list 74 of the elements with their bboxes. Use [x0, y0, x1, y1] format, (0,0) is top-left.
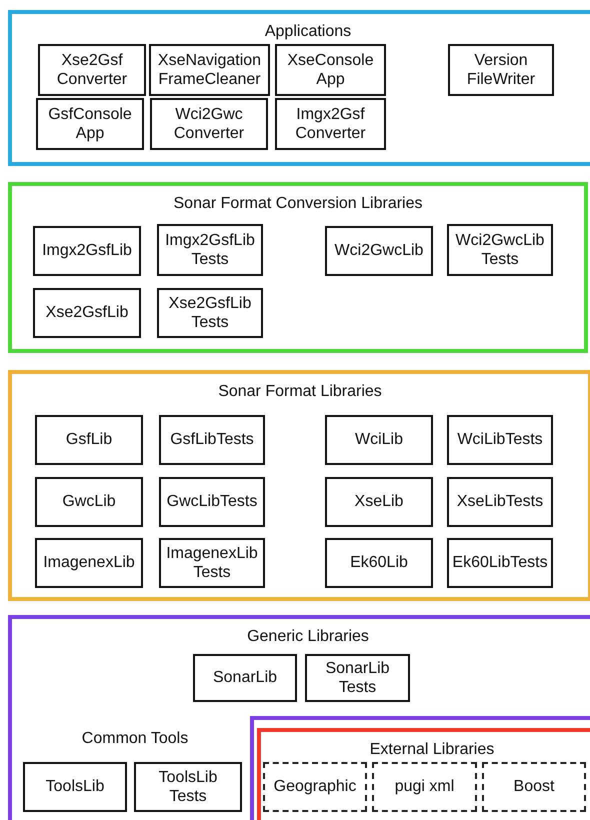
module-box	[159, 415, 265, 465]
external-module-box	[482, 762, 586, 812]
external-module-box	[263, 762, 367, 812]
module-name: Imgx2GsfLib	[41, 241, 133, 261]
module-box	[23, 762, 127, 812]
group-frame	[8, 10, 590, 166]
module-name: GwcLib	[61, 492, 117, 512]
module-box	[150, 98, 268, 150]
module-box	[447, 477, 553, 527]
group-frame	[8, 615, 590, 820]
module-name: WciLib	[354, 430, 404, 450]
module-name: ImagenexLib Tests	[165, 544, 259, 582]
module-box	[447, 538, 553, 588]
module-name: Imgx2GsfLib Tests	[164, 230, 256, 270]
module-box	[157, 224, 263, 276]
module-box	[325, 477, 433, 527]
module-box	[305, 654, 410, 702]
module-box	[275, 98, 386, 150]
module-name: Xse2GsfLib Tests	[168, 294, 252, 332]
module-box	[447, 224, 553, 276]
module-name: Wci2GwcLib	[334, 241, 424, 261]
module-box	[157, 288, 263, 338]
module-box	[447, 415, 553, 465]
module-box	[35, 477, 143, 527]
module-name: Geographic	[272, 777, 358, 797]
module-name: Wci2Gwc Converter	[172, 104, 246, 144]
module-box	[325, 226, 433, 276]
module-box	[36, 98, 144, 150]
group-heading: Sonar Format Libraries	[218, 382, 382, 402]
module-name: Version FileWriter	[466, 50, 536, 90]
module-box	[325, 415, 433, 465]
module-box	[33, 226, 141, 276]
group-heading: Generic Libraries	[247, 627, 369, 646]
module-box	[159, 477, 265, 527]
module-name: WciLibTests	[456, 430, 544, 450]
module-box	[35, 538, 143, 588]
module-box	[193, 654, 297, 702]
module-box	[38, 44, 146, 96]
module-name: ToolsLib Tests	[158, 768, 218, 806]
group-heading: Sonar Format Conversion Libraries	[174, 194, 422, 214]
module-box	[325, 538, 433, 588]
group-heading: Applications	[264, 22, 352, 42]
module-name: GsfLibTests	[169, 430, 255, 450]
module-name: GsfConsole App	[47, 104, 133, 144]
module-name: Xse2Gsf Converter	[56, 50, 128, 90]
section-heading: Common Tools	[80, 730, 190, 748]
module-name: XseConsole App	[286, 50, 375, 90]
module-name: GsfLib	[64, 430, 114, 450]
module-name: XseNavigation FrameCleaner	[156, 50, 262, 90]
module-name: Boost	[512, 777, 556, 797]
external-module-box	[372, 762, 477, 812]
module-box	[275, 44, 386, 96]
module-box	[149, 44, 270, 96]
module-name: XseLib	[354, 492, 404, 512]
module-name: ImagenexLib	[42, 553, 136, 573]
group-frame	[8, 182, 588, 353]
module-name: Wci2GwcLib Tests	[454, 230, 546, 270]
module-name: XseLibTests	[456, 492, 544, 512]
group-heading: External Libraries	[370, 740, 494, 760]
group-frame	[8, 370, 590, 601]
module-name: GwcLibTests	[166, 492, 258, 512]
module-box	[159, 538, 265, 588]
module-name: SonarLib Tests	[324, 658, 391, 698]
module-box	[35, 415, 143, 465]
module-name: ToolsLib	[44, 777, 106, 797]
module-name: Imgx2Gsf Converter	[294, 104, 367, 144]
module-name: SonarLib	[212, 668, 278, 688]
module-box	[448, 44, 554, 96]
module-box	[33, 288, 141, 338]
module-name: Ek60LibTests	[451, 553, 549, 573]
module-box	[134, 762, 242, 812]
module-name: pugi xml	[394, 777, 456, 797]
module-name: Xse2GsfLib	[44, 303, 130, 323]
module-name: Ek60Lib	[349, 553, 409, 573]
